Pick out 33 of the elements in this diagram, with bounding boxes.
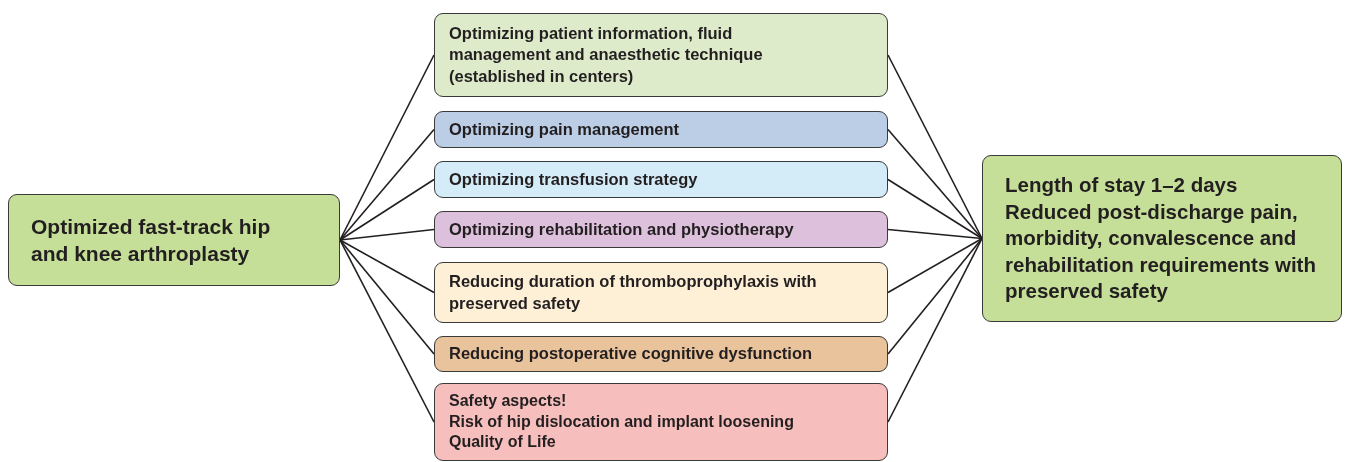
connector-line <box>887 228 983 240</box>
node-text: Risk of hip dislocation and implant loosening <box>449 411 795 432</box>
node-text: Reduced post-discharge pain, morbidity, convalescence and rehabilitation requirements with preserved safety <box>1005 198 1317 305</box>
connector-line <box>339 228 435 241</box>
connector-line <box>339 54 435 241</box>
measure-box <box>434 336 888 372</box>
outcome-box <box>982 155 1342 322</box>
connector-line <box>887 237 983 355</box>
measure-box <box>434 161 888 198</box>
connector-line <box>887 128 983 240</box>
measure-box <box>434 262 888 323</box>
node-text: Optimizing transfusion strategy <box>449 168 699 190</box>
node-text: Optimizing pain management <box>449 118 681 140</box>
measure-box <box>434 13 888 97</box>
node-text: Optimizing rehabilitation and physiotherapy <box>449 218 795 240</box>
measure-box <box>434 211 888 248</box>
connector-line <box>339 239 435 423</box>
connector-line <box>339 178 435 241</box>
node-text: Optimizing patient information, fluid management and anaesthetic technique (established in centers) <box>449 22 764 87</box>
node-text: Quality of Life <box>449 432 557 453</box>
connector-line <box>339 239 435 294</box>
connector-line <box>887 178 983 240</box>
measure-box <box>434 383 888 461</box>
node-text: Optimized fast-track hip and knee arthroplasty <box>31 213 272 267</box>
node-text: Length of stay 1–2 days <box>1005 171 1239 198</box>
connector-line <box>339 239 435 355</box>
connector-line <box>339 128 435 241</box>
measure-box <box>434 111 888 148</box>
node-text: Reducing postoperative cognitive dysfunction <box>449 343 814 365</box>
node-text: Reducing duration of thromboprophylaxis with preserved safety <box>449 271 818 314</box>
connector-line <box>887 237 983 294</box>
node-text: Safety aspects! <box>449 390 568 411</box>
start-box <box>8 194 340 286</box>
